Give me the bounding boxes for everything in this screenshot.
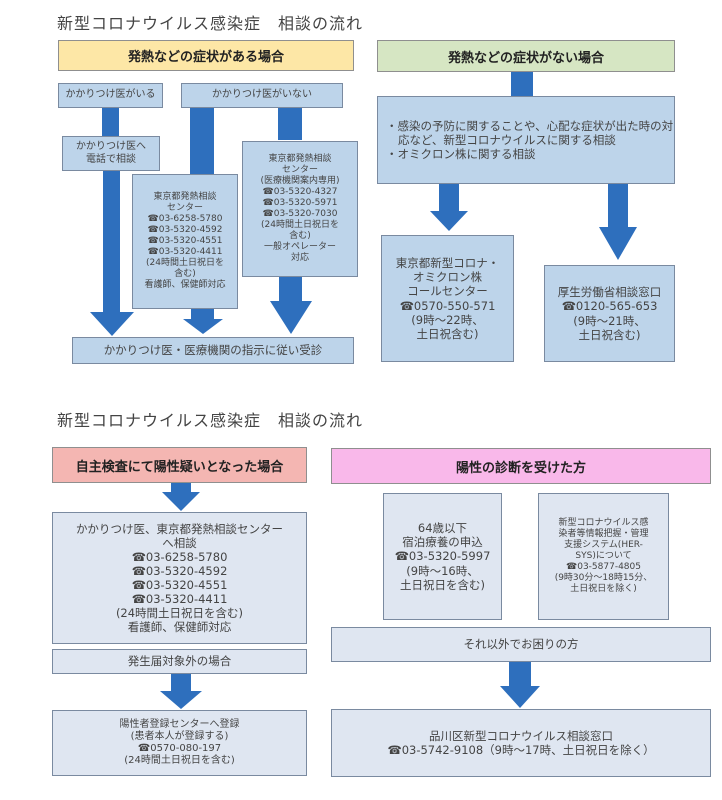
arrow-down-icon — [183, 319, 223, 334]
no-fever-header: 発熱などの症状がない場合 — [377, 40, 675, 72]
arrow-down-icon — [599, 227, 637, 260]
arrow-down-icon — [171, 674, 191, 692]
fever-center-box: 東京都発熱相談 センター ☎03-6258-5780 ☎03-5320-4592… — [132, 174, 238, 309]
diagnosed-header: 陽性の診断を受けた方 — [331, 448, 711, 484]
not-reportable-box: 発生届対象外の場合 — [52, 649, 307, 674]
arrow-down-icon — [160, 691, 202, 709]
shinagawa-consult-box: 品川区新型コロナウイルス相談窓口 ☎03-5742-9108（9時～17時、土日… — [331, 709, 711, 777]
section2-title: 新型コロナウイルス感染症 相談の流れ — [57, 411, 364, 430]
consult-topics-box: ・感染の予防に関することや、心配な症状が出た時の対応など、新型コロナウイルスに関… — [377, 96, 675, 184]
arrow-down-icon — [191, 309, 214, 320]
connector-arrow — [190, 108, 214, 174]
mhlw-box: 厚生労働省相談窓口 ☎0120-565-653 (9時～21時、 土日祝含む) — [544, 265, 675, 362]
no-doctor-label: かかりつけ医がいない — [211, 89, 313, 101]
call-doctor-box: かかりつけ医へ 電話で相談 — [62, 136, 160, 171]
connector-arrow — [278, 108, 302, 140]
arrow-down-icon — [430, 211, 468, 231]
connector-arrow — [102, 108, 119, 136]
arrow-down-icon — [90, 312, 134, 336]
arrow-down-icon — [500, 686, 540, 708]
arrow-down-icon — [103, 171, 120, 313]
arrow-down-icon — [509, 662, 531, 687]
tokyo-call-center-box: 東京都新型コロナ・ オミクロン株 コールセンター ☎0570-550-571 (… — [381, 235, 514, 362]
arrow-down-icon — [279, 277, 302, 302]
hersys-box: 新型コロナウイルス感 染者等情報把握・管理 支援システム(HER- SYS)につ… — [538, 493, 669, 620]
consult-center-box: かかりつけ医、東京都発熱相談センター へ相談 ☎03-6258-5780 ☎03… — [52, 512, 307, 644]
arrow-down-icon — [439, 184, 459, 212]
no-doctor-box: かかりつけ医がいない — [181, 83, 343, 108]
has-doctor-box: かかりつけ医がいる — [58, 83, 163, 108]
final-instruction-box: かかりつけ医・医療機関の指示に従い受診 — [72, 337, 354, 364]
has-doctor-label: かかりつけ医がいる — [65, 89, 156, 101]
fever-header: 発熱などの症状がある場合 — [58, 40, 354, 71]
arrow-down-icon — [608, 184, 628, 228]
arrow-down-icon — [270, 301, 312, 334]
other-issues-box: それ以外でお困りの方 — [331, 627, 711, 662]
section1-title: 新型コロナウイルス感染症 相談の流れ — [57, 14, 364, 33]
self-test-header: 自主検査にて陽性疑いとなった場合 — [52, 447, 307, 483]
connector-arrow — [511, 72, 533, 97]
fever-center-medical-box: 東京都発熱相談 センター (医療機関案内専用) ☎03-5320-4327 ☎0… — [242, 141, 358, 277]
positive-registration-box: 陽性者登録センターへ登録 (患者本人が登録する) ☎0570-080-197 (… — [52, 710, 307, 776]
arrow-down-icon — [171, 483, 191, 493]
arrow-down-icon — [162, 492, 200, 511]
hotel-recuperation-box: 64歳以下 宿泊療養の申込 ☎03-5320-5997 (9時～16時、 土日祝… — [383, 493, 502, 620]
